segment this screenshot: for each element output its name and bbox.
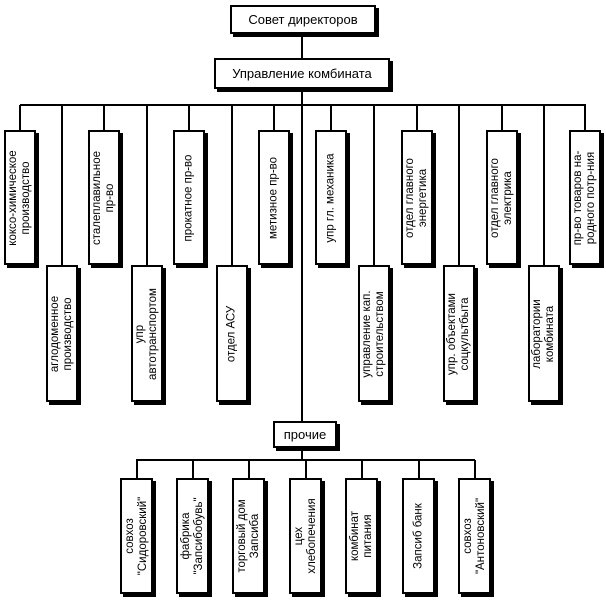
- department-connector: [19, 105, 21, 130]
- other-label-line: "Антоновский": [474, 497, 487, 575]
- department-bus-line: [20, 104, 586, 106]
- department-box-laboratories: лаборатории комбината: [528, 265, 560, 402]
- department-box-coke-chemical: коксо-химическое производство: [4, 130, 36, 265]
- department-label-line: комбината: [544, 305, 556, 362]
- trunk-line: [301, 104, 303, 421]
- department-label-line: прокатное пр-во: [182, 154, 195, 241]
- connector-other-bus: [301, 448, 303, 460]
- department-box-capital-construction: управление кап. строительством: [358, 265, 390, 402]
- department-label-line: коксо-химическое: [7, 149, 19, 246]
- department-connector: [543, 105, 545, 265]
- department-connector: [330, 105, 332, 130]
- department-label-line: родного потр-ния: [585, 151, 597, 244]
- department-label-line: энергетика: [417, 168, 429, 227]
- department-label-line: соцкультбыта: [459, 297, 471, 370]
- department-box-sinter-blast: аглодоменное производство: [46, 265, 78, 402]
- other-box-catering: комбинат питания: [345, 478, 378, 594]
- department-label-line: лаборатории: [531, 298, 543, 369]
- department-label-line: электрика: [502, 170, 514, 225]
- department-connector: [61, 105, 63, 265]
- department-box-hardware: метизное пр-во: [258, 130, 290, 265]
- department-label-line: метизное пр-во: [267, 156, 280, 239]
- department-connector: [188, 105, 190, 130]
- other-label-line: "Сидоровский": [136, 496, 149, 576]
- other-connector: [248, 460, 250, 478]
- board-of-directors-box: Совет директоров: [230, 5, 376, 34]
- other-box: прочие: [273, 421, 337, 448]
- connector-board-management: [301, 35, 303, 58]
- plant-management-label: Управление комбината: [232, 66, 372, 81]
- department-label-line: автотранспортом: [147, 287, 159, 380]
- other-label-line: Запсиба: [248, 513, 261, 559]
- other-box-bank: Запсиб банк: [402, 478, 435, 594]
- other-label-line: совхоз: [123, 518, 136, 554]
- department-connector: [103, 105, 105, 130]
- other-label-line: торговый дом: [235, 499, 248, 573]
- other-label-line: фабрика: [179, 512, 192, 560]
- department-connector: [584, 105, 586, 130]
- other-connector: [361, 460, 363, 478]
- department-box-social-facilities: упр. объектами соцкультбыта: [443, 265, 475, 402]
- department-label-line: упр: [134, 324, 146, 343]
- other-box-sidorovsky: совхоз "Сидоровский": [120, 478, 153, 594]
- department-label-line: отдел главного: [489, 157, 501, 238]
- other-connector: [474, 460, 476, 478]
- department-connector: [373, 105, 375, 265]
- department-box-chief-electrician: отдел главного электрика: [486, 130, 518, 265]
- department-label-line: аглодоменное: [49, 295, 61, 372]
- department-connector: [458, 105, 460, 265]
- other-connector: [136, 460, 138, 478]
- department-label-line: упр. объектами: [446, 292, 458, 375]
- other-label-line: Запсиб банк: [412, 503, 424, 569]
- other-label: прочие: [283, 427, 327, 442]
- department-label-line: отдел главного: [404, 157, 416, 238]
- other-box-antonovsky: совхоз "Антоновский": [458, 478, 491, 594]
- department-connector: [146, 105, 148, 265]
- department-label-line: производство: [62, 297, 74, 370]
- other-connector: [305, 460, 307, 478]
- other-label-line: питания: [361, 514, 374, 558]
- other-label-line: хлебопечения: [305, 498, 318, 574]
- department-label-line: пр-во товаров на-: [572, 150, 584, 245]
- other-label-line: "Запсибобувь": [192, 497, 205, 575]
- department-box-motor-transport: упр автотранспортом: [131, 265, 163, 402]
- department-box-rolling: прокатное пр-во: [173, 130, 205, 265]
- department-box-chief-power-engineer: отдел главного энергетика: [401, 130, 433, 265]
- other-box-trading-house: торговый дом Запсиба: [232, 478, 265, 594]
- department-label-line: производство: [20, 161, 32, 234]
- department-box-consumer-goods: пр-во товаров на- родного потр-ния: [569, 130, 601, 265]
- other-box-zapsiboburv: фабрика "Запсибобувь": [176, 478, 209, 594]
- department-box-chief-mechanic: упр гл. механика: [315, 130, 347, 265]
- other-box-bakery: цех хлебопечения: [289, 478, 322, 594]
- department-label-line: отдел АСУ: [225, 305, 238, 362]
- other-connector: [418, 460, 420, 478]
- department-box-asu: отдел АСУ: [216, 265, 248, 402]
- board-of-directors-label: Совет директоров: [248, 12, 358, 27]
- department-label-line: строительством: [374, 290, 386, 377]
- department-connector: [273, 105, 275, 130]
- department-box-steelmaking: сталеплавильное пр-во: [88, 130, 120, 265]
- department-label-line: упр гл. механика: [324, 152, 337, 243]
- department-connector: [231, 105, 233, 265]
- department-label-line: сталеплавильное: [91, 150, 103, 245]
- plant-management-box: Управление комбината: [214, 58, 390, 89]
- other-label-line: комбинат: [348, 510, 361, 562]
- department-label-line: пр-во: [104, 183, 116, 212]
- department-label-line: управление кап.: [361, 289, 373, 378]
- other-label-line: цех: [292, 526, 305, 546]
- other-connector: [192, 460, 194, 478]
- department-connector: [501, 105, 503, 130]
- department-connector: [416, 105, 418, 130]
- connector-management-bus: [301, 90, 303, 104]
- other-label-line: совхоз: [461, 518, 474, 554]
